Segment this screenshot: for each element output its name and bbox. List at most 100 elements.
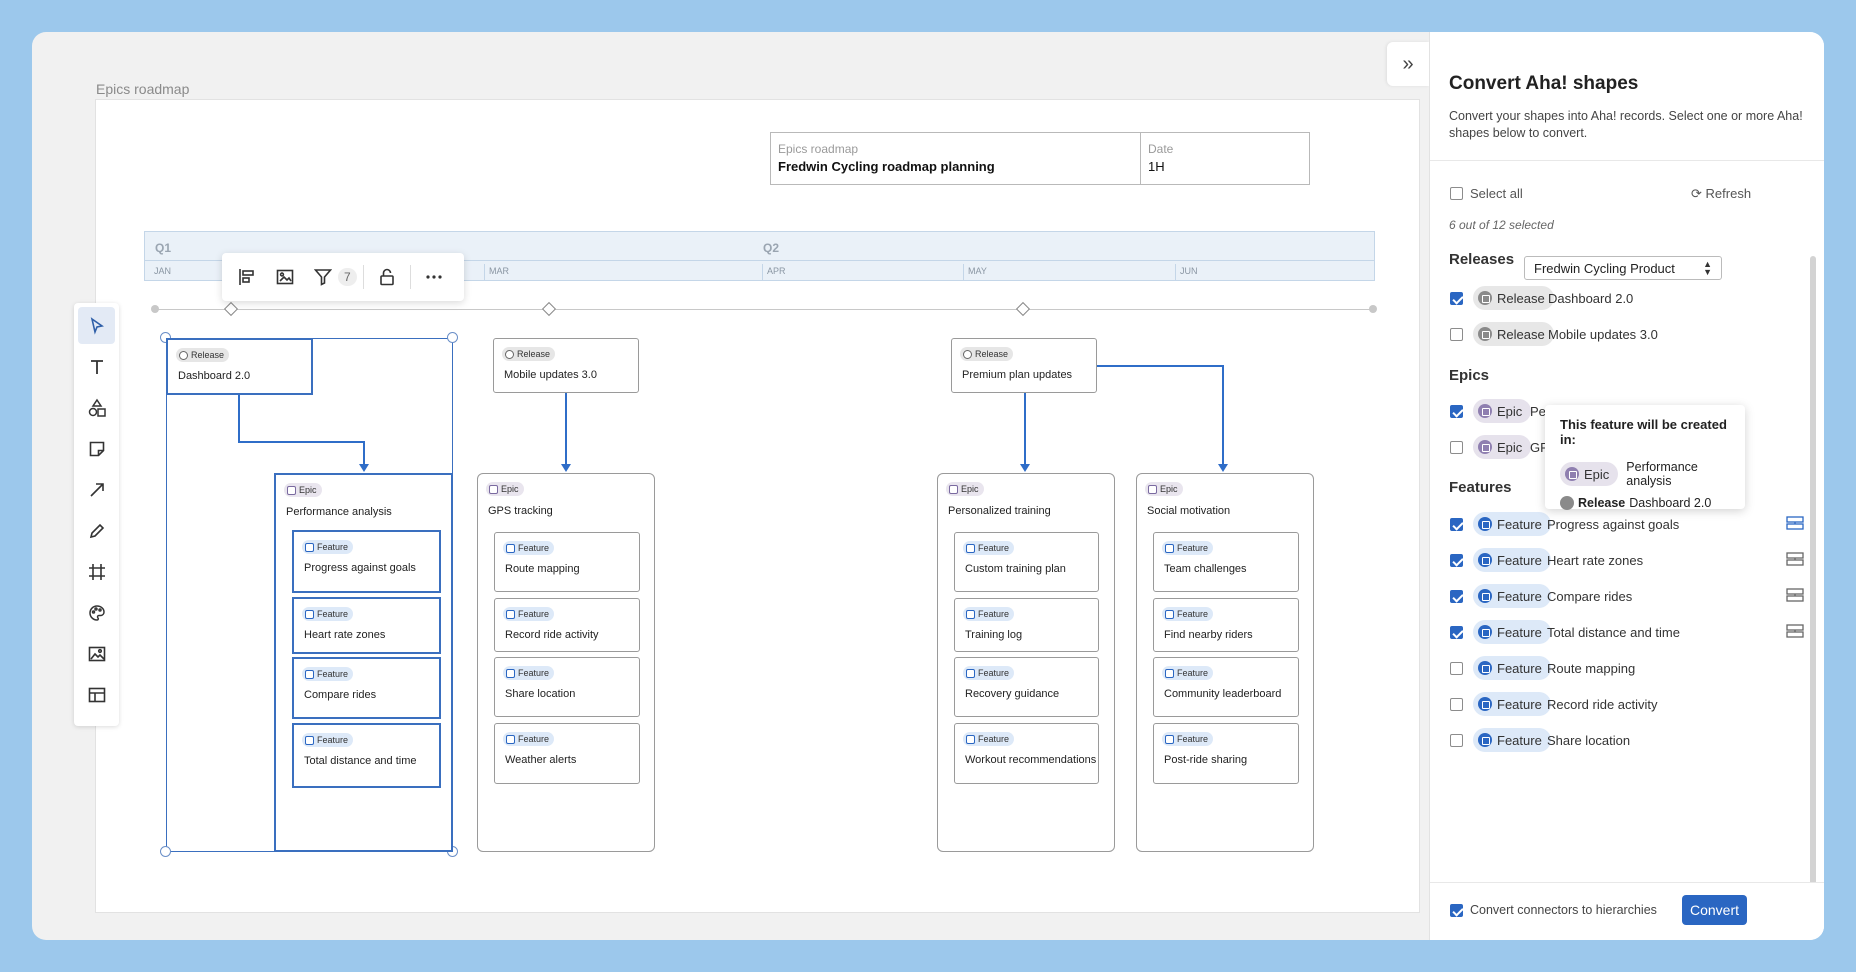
resize-handle[interactable] [447, 332, 458, 343]
connector[interactable] [1222, 365, 1224, 465]
image-tool-icon[interactable] [78, 635, 115, 672]
epic-checkbox[interactable] [1450, 405, 1463, 418]
panel-description: Convert your shapes into Aha! records. S… [1449, 109, 1803, 140]
filter-icon[interactable] [306, 260, 340, 294]
feature-icon [1165, 543, 1174, 553]
hierarchy-icon[interactable] [1786, 624, 1804, 638]
connector-arrow [561, 464, 571, 472]
convert-button[interactable]: Convert [1682, 895, 1747, 925]
hierarchy-icon[interactable] [1786, 516, 1804, 530]
selection-toolbar: 7 [222, 253, 464, 301]
resize-handle[interactable] [160, 332, 171, 343]
feature-badge: Feature [1473, 728, 1551, 752]
connector[interactable] [565, 393, 567, 465]
feature-icon [1478, 517, 1492, 531]
more-icon[interactable] [417, 260, 451, 294]
tooltip-heading: This feature will be created in: [1560, 417, 1727, 447]
feature-icon [1478, 697, 1492, 711]
feature-title: Team challenges [1164, 563, 1247, 575]
release-checkbox[interactable] [1450, 292, 1463, 305]
roadmap-header-block[interactable]: Epics roadmap Fredwin Cycling roadmap pl… [770, 132, 1310, 185]
feature-pill: Feature [503, 607, 555, 621]
epic-icon [1478, 440, 1492, 454]
align-icon[interactable] [230, 260, 264, 294]
connector[interactable] [238, 395, 240, 442]
select-tool-icon[interactable] [78, 307, 115, 344]
release-row-label: Mobile updates 3.0 [1548, 327, 1658, 342]
connector[interactable] [363, 441, 365, 465]
hierarchy-icon[interactable] [1786, 552, 1804, 566]
feature-checkbox[interactable] [1450, 554, 1463, 567]
refresh-button[interactable]: ⟳ Refresh [1691, 186, 1752, 201]
sticky-note-icon[interactable] [78, 430, 115, 467]
feature-checkbox[interactable] [1450, 626, 1463, 639]
release-shape[interactable]: Release Dashboard 2.0 [166, 338, 313, 395]
feature-badge: Feature [1473, 692, 1551, 716]
feature-title: Training log [965, 629, 1023, 641]
panel-scrollbar[interactable] [1810, 256, 1816, 906]
connector[interactable] [1024, 393, 1026, 465]
feature-icon [966, 734, 975, 744]
unlock-icon[interactable] [370, 260, 404, 294]
tooltip-release-label: Release [1578, 496, 1626, 510]
image-icon[interactable] [268, 260, 302, 294]
feature-checkbox[interactable] [1450, 662, 1463, 675]
connectors-checkbox[interactable] [1450, 904, 1463, 917]
pen-tool-icon[interactable] [78, 512, 115, 549]
template-icon[interactable] [78, 676, 115, 713]
feature-pill: Feature [1162, 607, 1214, 621]
feature-title: Custom training plan [965, 563, 1066, 575]
feature-pill: Feature [302, 667, 354, 681]
feature-checkbox[interactable] [1450, 590, 1463, 603]
tooltip-epic-name: Performance analysis [1626, 460, 1698, 488]
select-caret-icon: ▲▼ [1703, 259, 1712, 277]
feature-badge: Feature [1473, 512, 1551, 536]
release-pill: Release [502, 347, 556, 361]
panel-footer: Convert connectors to hierarchies Conver… [1430, 882, 1824, 940]
product-select[interactable]: Fredwin Cycling Product▲▼ [1524, 256, 1722, 280]
release-shape[interactable]: Release Mobile updates 3.0 [493, 338, 639, 393]
timeline-divider [145, 260, 1374, 261]
text-tool-icon[interactable] [78, 348, 115, 385]
epic-checkbox[interactable] [1450, 441, 1463, 454]
header-left-value: Fredwin Cycling roadmap planning [778, 159, 995, 174]
frame-tool-icon[interactable] [78, 553, 115, 590]
feature-checkbox[interactable] [1450, 698, 1463, 711]
collapse-panel-icon[interactable]: » [1387, 42, 1429, 86]
feature-checkbox[interactable] [1450, 734, 1463, 747]
feature-pill: Feature [963, 607, 1015, 621]
feature-destination-tooltip: This feature will be created in: Epic Pe… [1545, 405, 1745, 510]
feature-icon [305, 609, 314, 619]
palette-icon[interactable] [78, 594, 115, 631]
connector-tool-icon[interactable] [78, 471, 115, 508]
resize-handle[interactable] [160, 846, 171, 857]
milestone-start-dot [151, 305, 159, 313]
feature-icon [1478, 553, 1492, 567]
release-shape[interactable]: Release Premium plan updates [951, 338, 1097, 393]
feature-badge: Feature [1473, 656, 1551, 680]
feature-icon [305, 735, 314, 745]
connector[interactable] [1097, 365, 1223, 367]
connector[interactable] [238, 441, 364, 443]
hierarchy-icon[interactable] [1786, 588, 1804, 602]
select-all-checkbox[interactable] [1450, 187, 1463, 200]
shapes-tool-icon[interactable] [78, 389, 115, 426]
release-checkbox[interactable] [1450, 328, 1463, 341]
feature-checkbox[interactable] [1450, 518, 1463, 531]
